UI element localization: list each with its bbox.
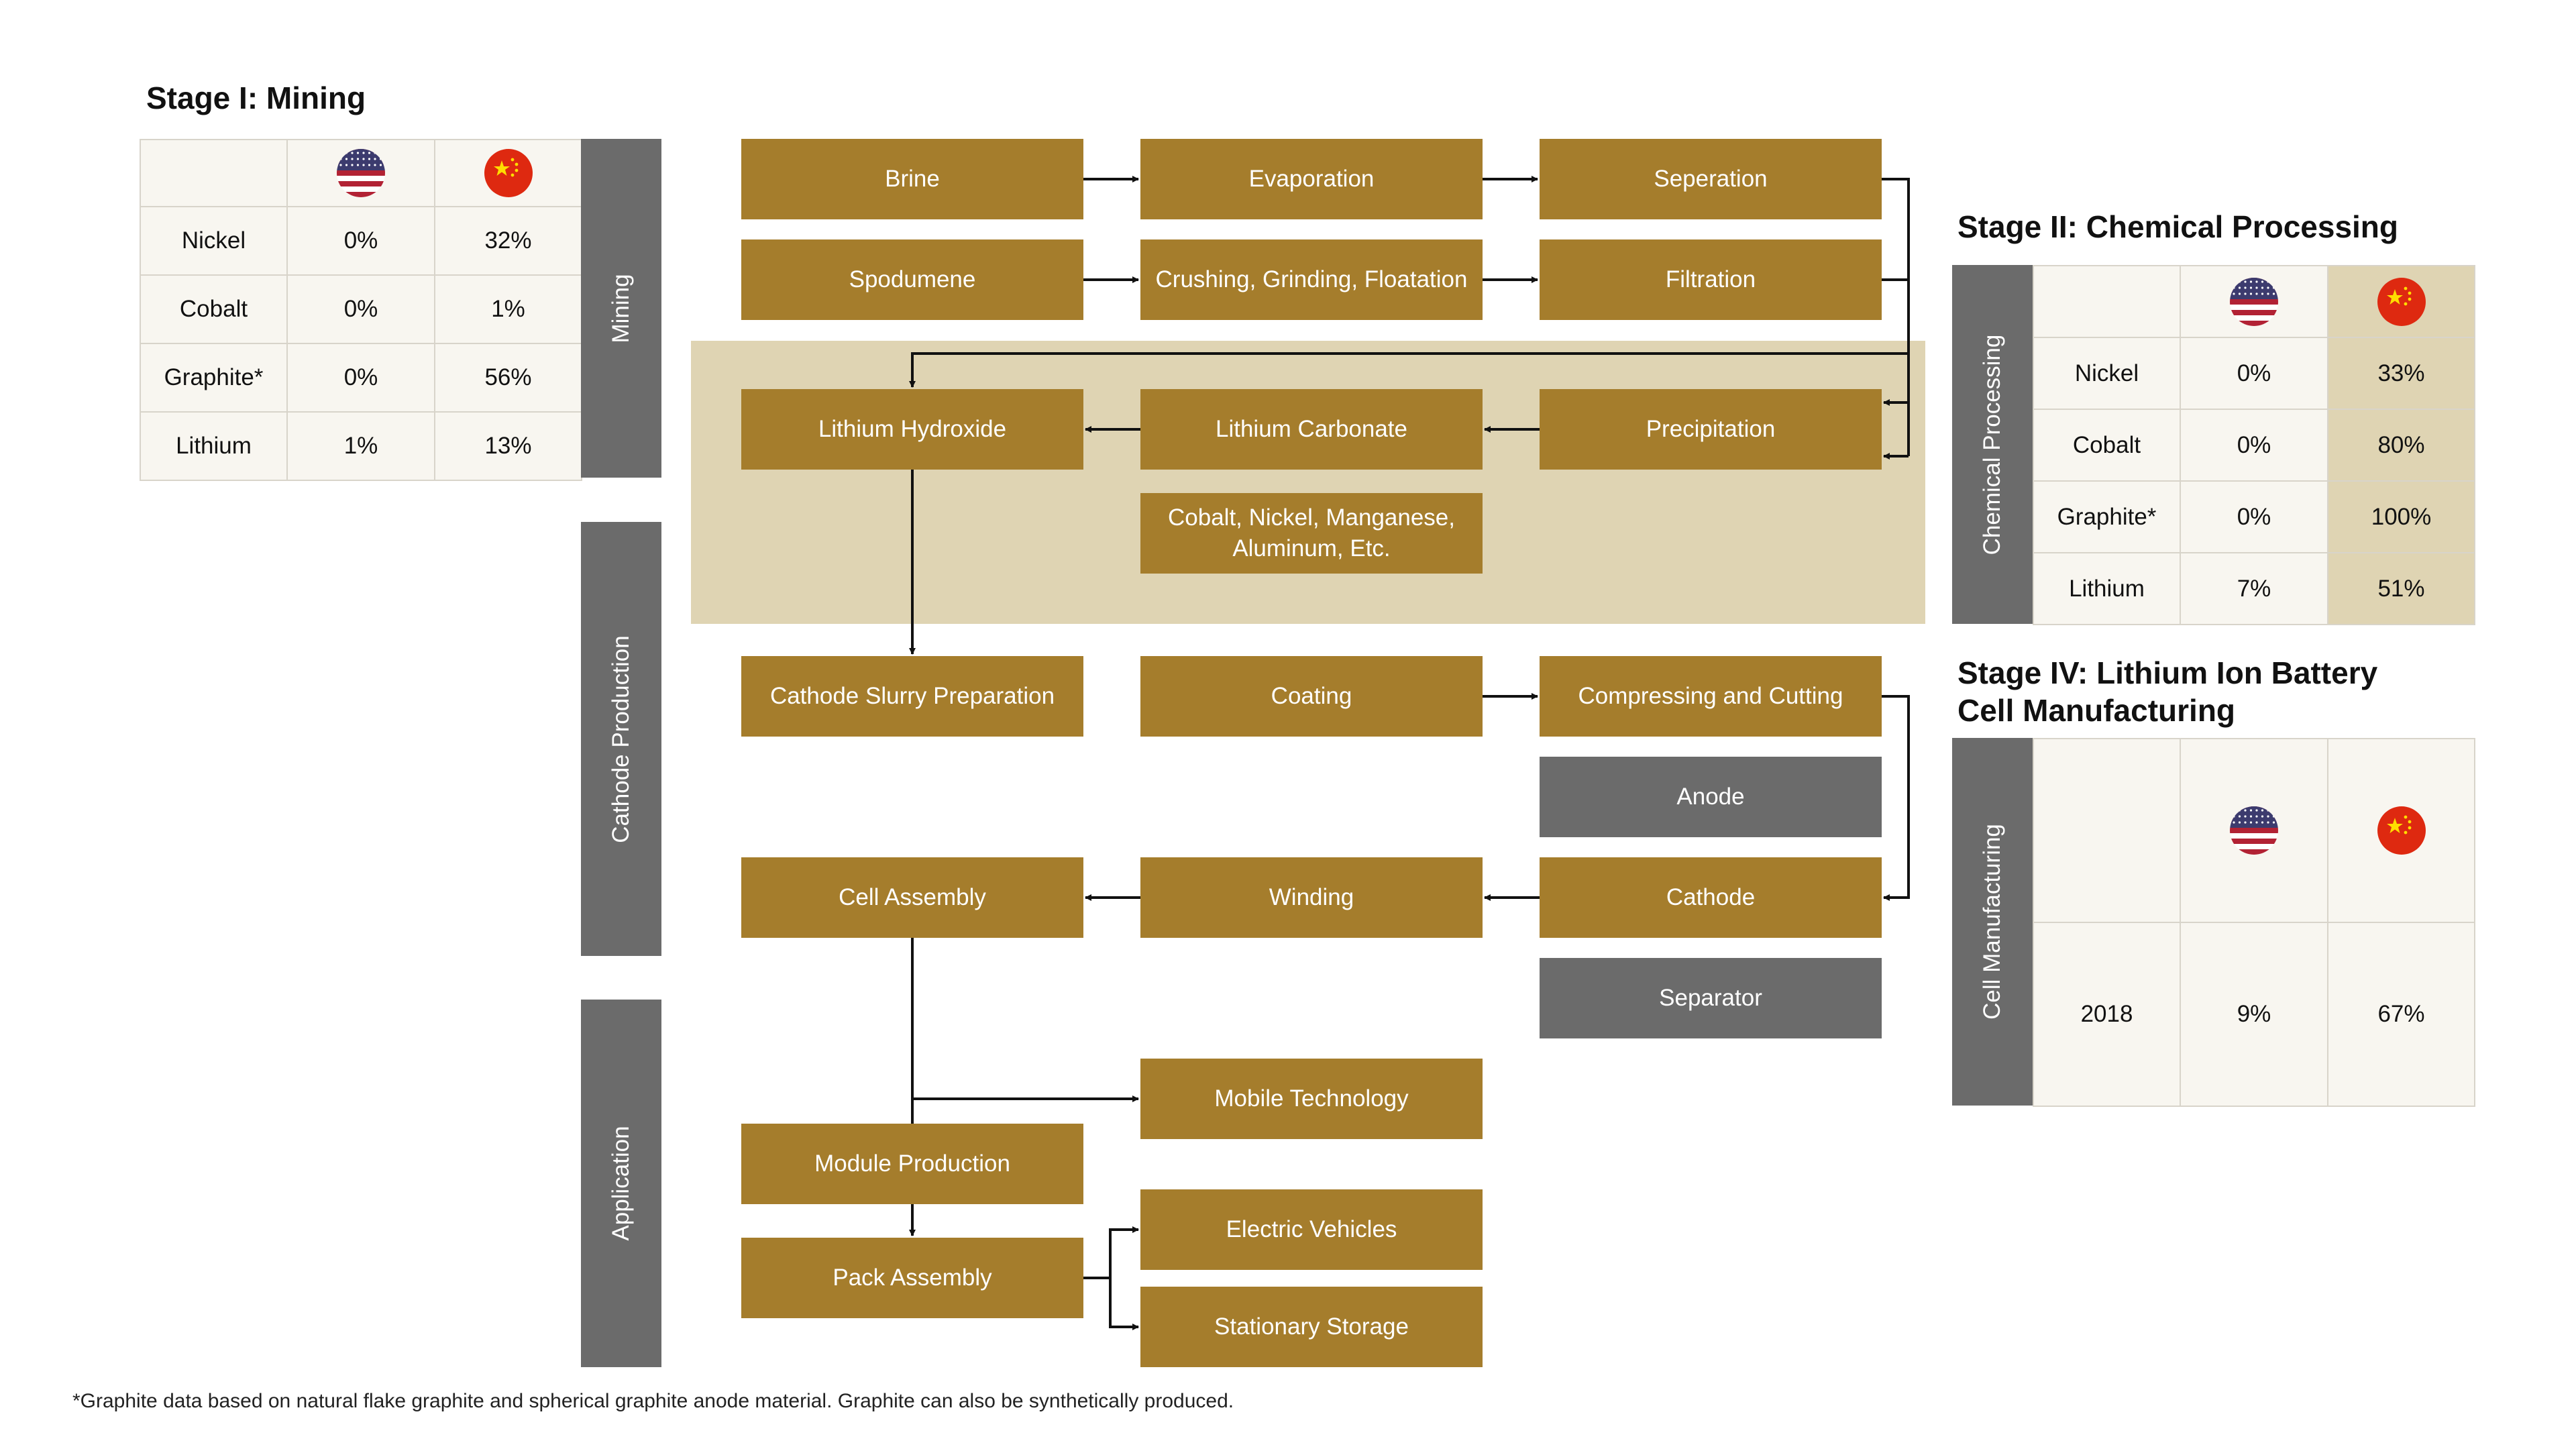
stage2-cn-value: 80% [2327,409,2475,482]
lithium-hydroxide-box: Lithium Hydroxide [741,389,1083,470]
lithium-carbonate-box: Lithium Carbonate [1140,389,1483,470]
cobalt-nickel-box: Cobalt, Nickel, Manganese, Aluminum, Etc… [1140,493,1483,574]
filtration-box: Filtration [1540,239,1882,320]
stage4-title-line1: Stage IV: Lithium Ion Battery [1957,655,2378,690]
winding-box: Winding [1140,857,1483,938]
connector-seperation-right [1882,178,1910,456]
compressing-box: Compressing and Cutting [1540,656,1882,737]
graphite-footnote: *Graphite data based on natural flake gr… [72,1390,1234,1412]
stage2-cn-value: 51% [2327,552,2475,625]
us-flag-icon [2230,277,2278,326]
stage4-table: 2018 9% 67% [2033,738,2475,1107]
stage2-us-value: 0% [2180,337,2328,410]
stage1-us-value: 1% [286,411,435,481]
electric-vehicles-box: Electric Vehicles [1140,1189,1483,1270]
mobile-technology-box: Mobile Technology [1140,1059,1483,1139]
us-flag-icon [337,149,385,197]
stage4-title: Stage IV: Lithium Ion Battery Cell Manuf… [1957,654,2377,729]
mining-side-label: Mining [581,139,661,478]
stage2-cn-header [2327,265,2475,338]
stage2-row-label: Nickel [2033,337,2181,410]
precipitation-box: Precipitation [1540,389,1882,470]
evaporation-box: Evaporation [1140,139,1483,219]
china-flag-icon [2377,277,2426,326]
stage4-corner-cell [2033,738,2181,923]
stage4-us-value: 9% [2180,922,2328,1107]
chemical-processing-side-label: Chemical Processing [1952,265,2033,624]
stage2-us-value: 7% [2180,552,2328,625]
application-side-label: Application [581,1000,661,1367]
stage1-row-label: Lithium [140,411,288,481]
stage1-corner-cell [140,139,288,207]
separator-box: Separator [1540,958,1882,1038]
stage2-us-value: 0% [2180,480,2328,553]
stage1-us-header [286,139,435,207]
cell-manufacturing-side-label: Cell Manufacturing [1952,738,2033,1106]
chemical-processing-band [691,341,1925,624]
stage4-title-line2: Cell Manufacturing [1957,693,2236,728]
spodumene-box: Spodumene [741,239,1083,320]
stationary-storage-box: Stationary Storage [1140,1287,1483,1367]
stage2-cn-value: 100% [2327,480,2475,553]
stage1-table: Nickel 0% 32% Cobalt 0% 1% Graphite* 0% … [140,139,582,481]
stage4-cn-value: 67% [2327,922,2475,1107]
arrow-to-lithium-hydroxide-top [909,352,1909,388]
stage2-row-label: Cobalt [2033,409,2181,482]
cathode-slurry-box: Cathode Slurry Preparation [741,656,1083,737]
stage2-us-value: 0% [2180,409,2328,482]
arrow-compressing-cathode [1882,695,1910,901]
stage1-cn-value: 56% [434,343,582,413]
stage2-cn-value: 33% [2327,337,2475,410]
stage2-corner-cell [2033,265,2181,338]
stage4-cn-header [2327,738,2475,923]
cell-assembly-box: Cell Assembly [741,857,1083,938]
stage1-us-value: 0% [286,206,435,276]
stage1-row-label: Cobalt [140,274,288,344]
stage4-row-label: 2018 [2033,922,2181,1107]
stage2-row-label: Graphite* [2033,480,2181,553]
seperation-box: Seperation [1540,139,1882,219]
stage1-us-value: 0% [286,343,435,413]
china-flag-icon [2377,806,2426,855]
stage1-us-value: 0% [286,274,435,344]
crushing-box: Crushing, Grinding, Floatation [1140,239,1483,320]
arrow-pack-ev [1109,1226,1139,1278]
stage2-table: Nickel 0% 33% Cobalt 0% 80% Graphite* 0%… [2033,265,2475,625]
module-production-box: Module Production [741,1124,1083,1204]
stage1-cn-header [434,139,582,207]
brine-box: Brine [741,139,1083,219]
china-flag-icon [484,149,533,197]
stage2-title: Stage II: Chemical Processing [1957,209,2399,244]
anode-box: Anode [1540,757,1882,837]
pack-assembly-box: Pack Assembly [741,1238,1083,1318]
cathode-box: Cathode [1540,857,1882,938]
stage2-row-label: Lithium [2033,552,2181,625]
stage1-cn-value: 32% [434,206,582,276]
coating-box: Coating [1140,656,1483,737]
stage2-us-header [2180,265,2328,338]
stage1-row-label: Nickel [140,206,288,276]
us-flag-icon [2230,806,2278,855]
stage4-us-header [2180,738,2328,923]
stage1-row-label: Graphite* [140,343,288,413]
stage1-title: Stage I: Mining [146,80,366,115]
stage1-cn-value: 1% [434,274,582,344]
stage1-cn-value: 13% [434,411,582,481]
arrow-pack-storage [1109,1278,1139,1330]
cathode-production-side-label: Cathode Production [581,522,661,956]
